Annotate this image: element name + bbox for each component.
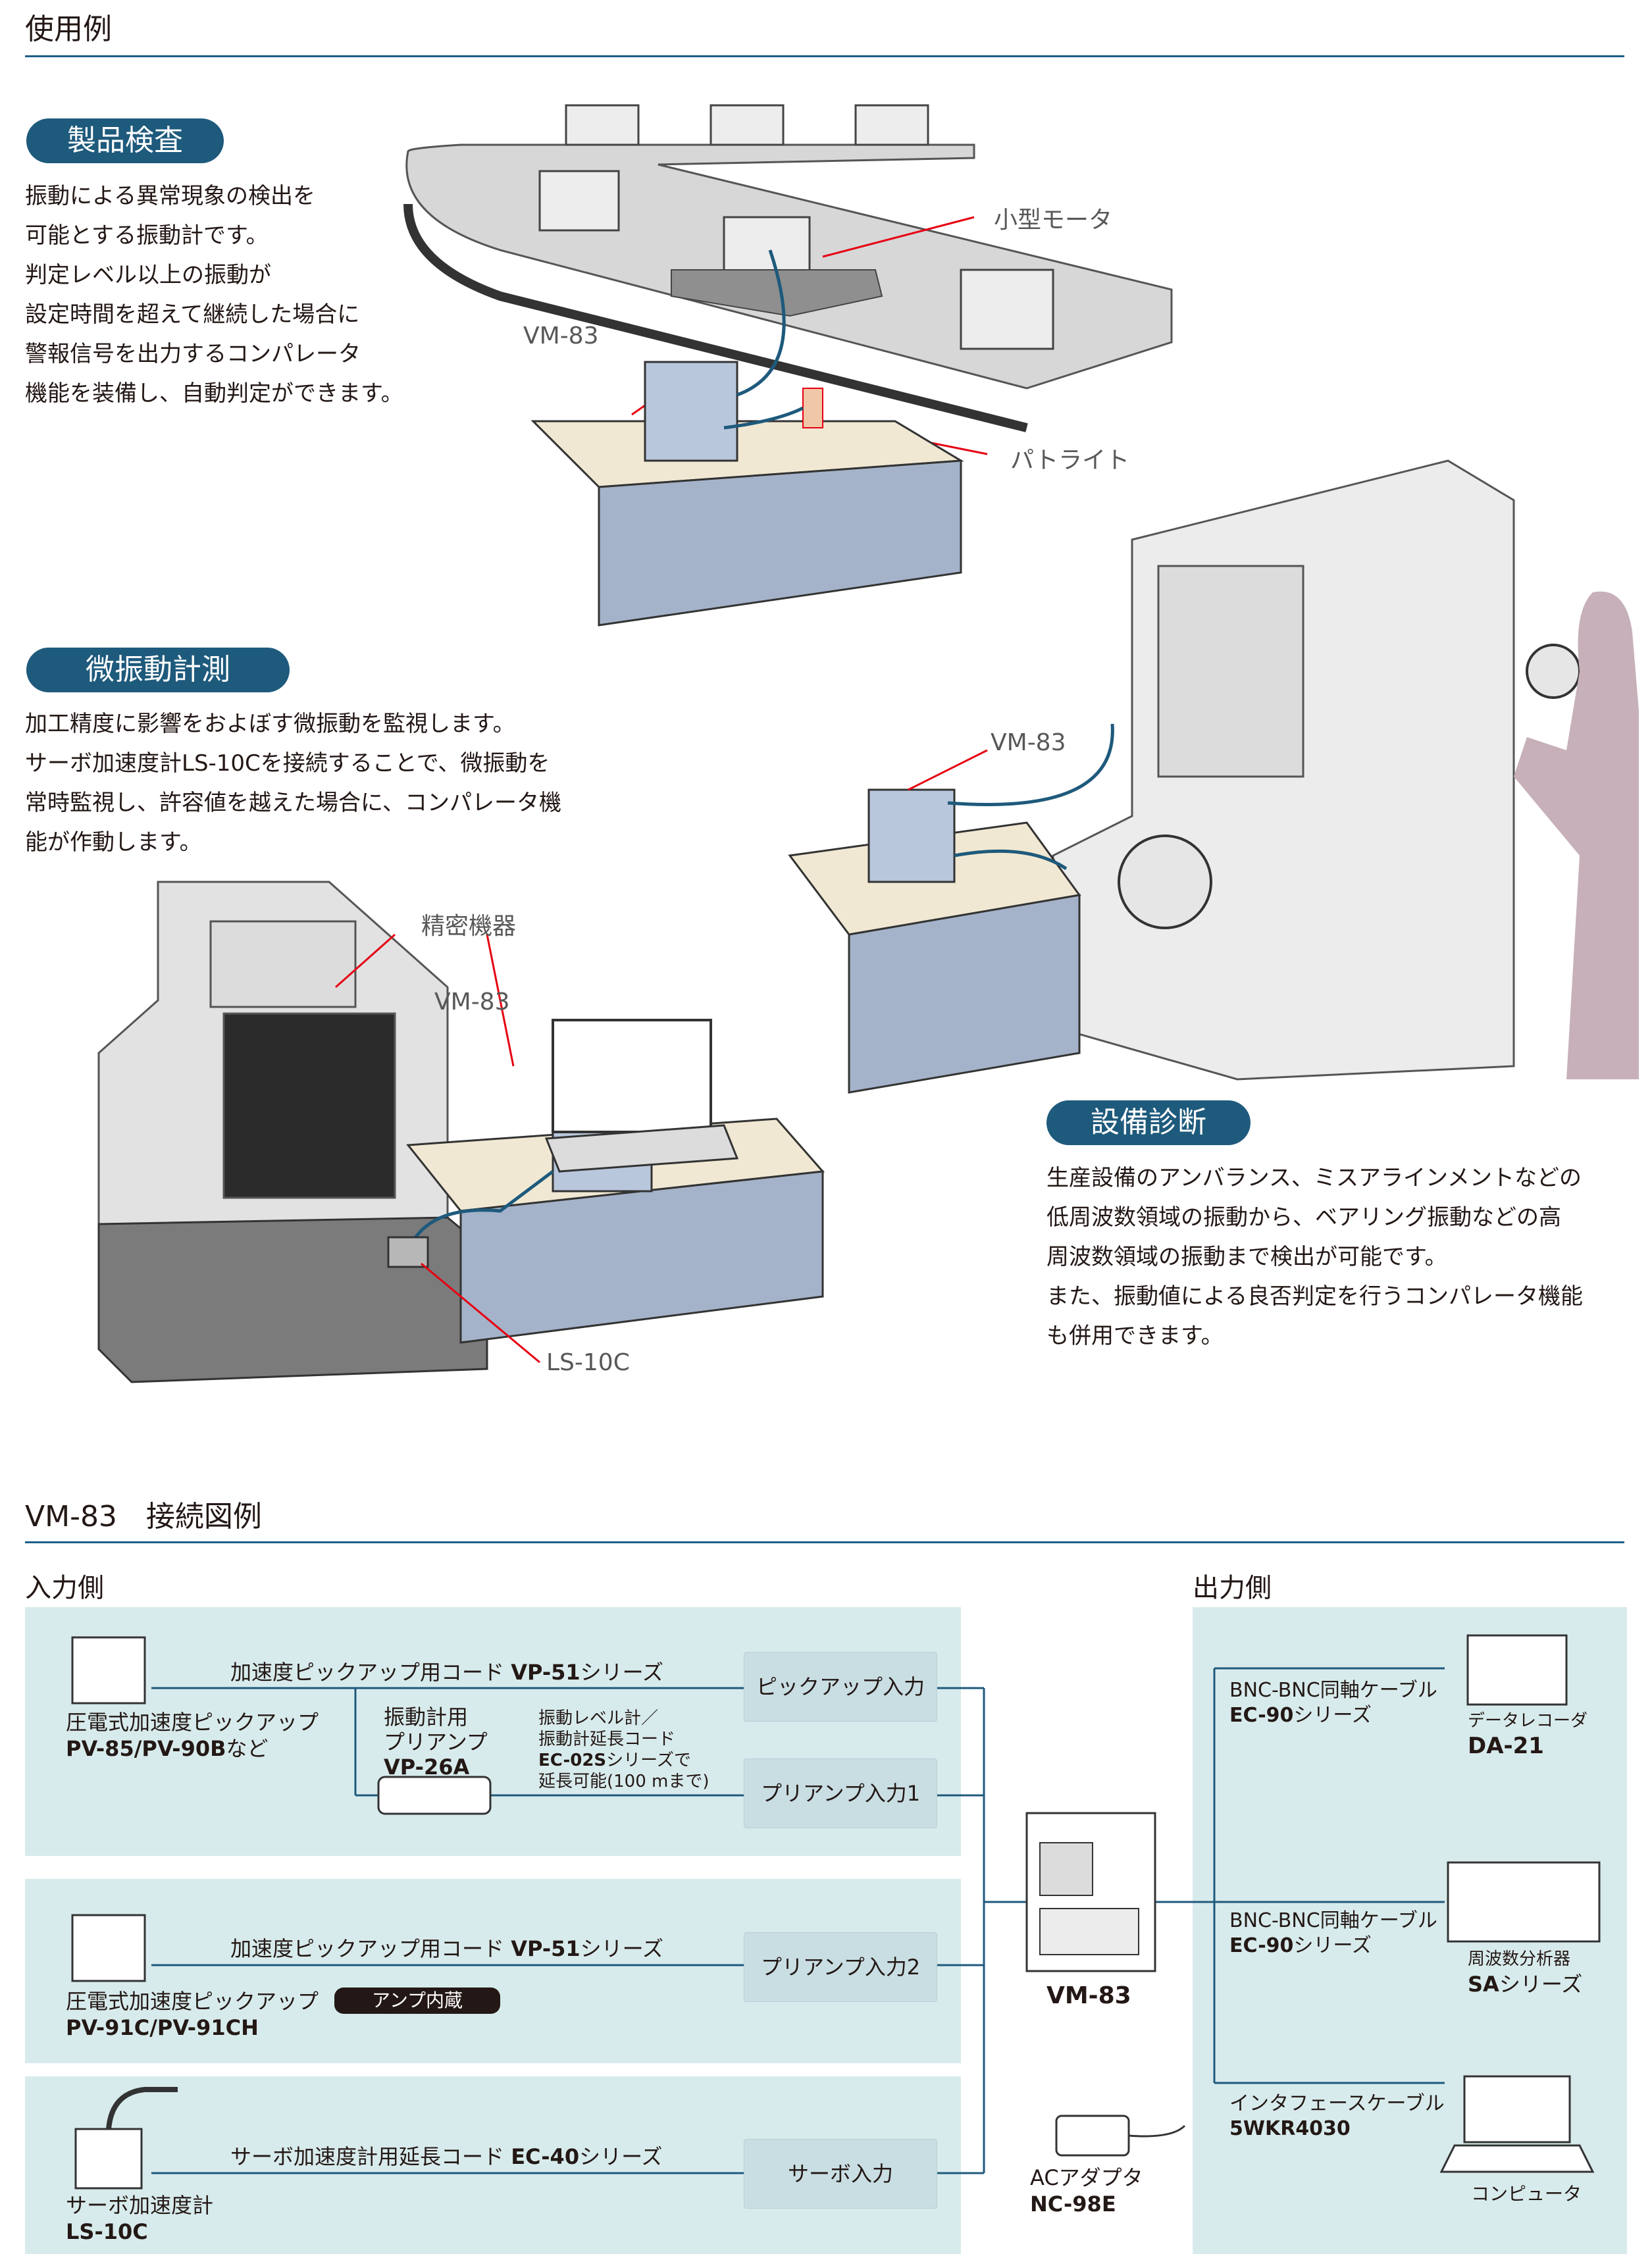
servo-sensor-icon <box>74 2128 143 2190</box>
output-1-cable: BNC-BNC同軸ケーブル EC-90シリーズ <box>1229 1679 1437 1727</box>
usage-section-rule <box>25 55 1624 57</box>
output-2-cable: BNC-BNC同軸ケーブル EC-90シリーズ <box>1229 1909 1437 1957</box>
vm83-device-icon <box>644 361 738 462</box>
callout-patlite: パトライト <box>1010 447 1130 474</box>
panel1-pickup-model: PV-85/PV-90Bなど <box>66 1736 269 1761</box>
callout-vm83-3: VM-83 <box>991 729 1066 756</box>
ls10c-sensor-icon <box>387 1236 429 1268</box>
panel2-pickup-model: PV-91C/PV-91CH <box>66 2015 259 2040</box>
panel2-pickup-label: 圧電式加速度ピックアップ <box>66 1989 319 2014</box>
usage-illustrations <box>97 104 1639 1383</box>
connection-section-rule <box>25 1541 1624 1543</box>
callout-ls10c: LS-10C <box>546 1349 630 1376</box>
inspection-pill: 製品検査 <box>26 118 224 163</box>
preamp-icon <box>377 1776 492 1815</box>
equipment-diagnosis-text: 生産設備のアンバランス、ミスアラインメントなどの 低周波数領域の振動から、ベアリ… <box>1046 1165 1583 1349</box>
preamp-label: 振動計用 プリアンプ VP-26A <box>384 1705 488 1780</box>
output-2-device: 周波数分析器 SAシリーズ <box>1468 1949 1583 1997</box>
panel1-pickup-label: 圧電式加速度ピックアップ <box>66 1710 319 1735</box>
servo-sensor-model: LS-10C <box>66 2219 148 2244</box>
callout-vm83-2: VM-83 <box>434 988 510 1015</box>
output-1-device: データレコーダ DA-21 <box>1468 1711 1588 1759</box>
conveyor-belt-edge <box>403 203 1028 432</box>
callout-small-motor: 小型モータ <box>994 207 1113 234</box>
ac-adapter-label: ACアダプタ <box>1030 2165 1143 2190</box>
connection-section-title: VM-83 接続図例 <box>25 1500 262 1533</box>
data-recorder-icon <box>1466 1634 1568 1706</box>
preamp-input-1-box: プリアンプ入力1 <box>744 1758 937 1828</box>
motor-base <box>671 269 883 317</box>
micro-vibration-text: 加工精度に影響をおよぼす微振動を監視します。 サーボ加速度計LS-10Cを接続す… <box>25 711 561 856</box>
callout-precision-machine: 精密機器 <box>421 913 517 940</box>
callout-vm83-1: VM-83 <box>523 322 599 349</box>
preamp-input-2-box: プリアンプ入力2 <box>744 1932 937 2002</box>
panel2-cord: 加速度ピックアップ用コード VP-51シリーズ <box>230 1936 664 1961</box>
equipment-diagnosis-pill: 設備診断 <box>1046 1100 1251 1145</box>
servo-input-box: サーボ入力 <box>744 2139 937 2209</box>
output-side-label: 出力側 <box>1193 1573 1272 1603</box>
usage-section-title: 使用例 <box>25 13 112 46</box>
analyzer-icon <box>1447 1861 1601 1943</box>
computer-icon <box>1463 2075 1571 2143</box>
amp-builtin-tag: アンプ内蔵 <box>334 1988 500 2014</box>
servo-sensor-label: サーボ加速度計 <box>66 2193 214 2218</box>
output-3-device: コンピュータ <box>1471 2183 1582 2205</box>
operator-silhouette <box>1514 591 1639 1079</box>
output-3-cable: インタフェースケーブル 5WKR4030 <box>1229 2092 1445 2140</box>
input-side-label: 入力側 <box>25 1573 104 1603</box>
pickup-input-box: ピックアップ入力 <box>744 1652 937 1722</box>
vm83-label: VM-83 <box>1046 1982 1131 2009</box>
ac-adapter-model: NC-98E <box>1030 2192 1116 2217</box>
extension-cord-note: 振動レベル計／ 振動計延長コード EC-02Sシリーズで 延長可能(100 mま… <box>538 1708 710 1791</box>
pickup-icon-1 <box>71 1636 146 1705</box>
inspection-text: 振動による異常現象の検出を 可能とする振動計です。 判定レベル以上の振動が 設定… <box>25 183 403 407</box>
micro-vibration-pill: 微振動計測 <box>26 648 290 692</box>
ac-adapter-icon <box>1055 2115 1130 2157</box>
pickup-icon-2 <box>71 1914 146 1982</box>
panel1-cord: 加速度ピックアップ用コード VP-51シリーズ <box>230 1660 664 1685</box>
panel3-cord: サーボ加速度計用延長コード EC-40シリーズ <box>230 2144 663 2169</box>
